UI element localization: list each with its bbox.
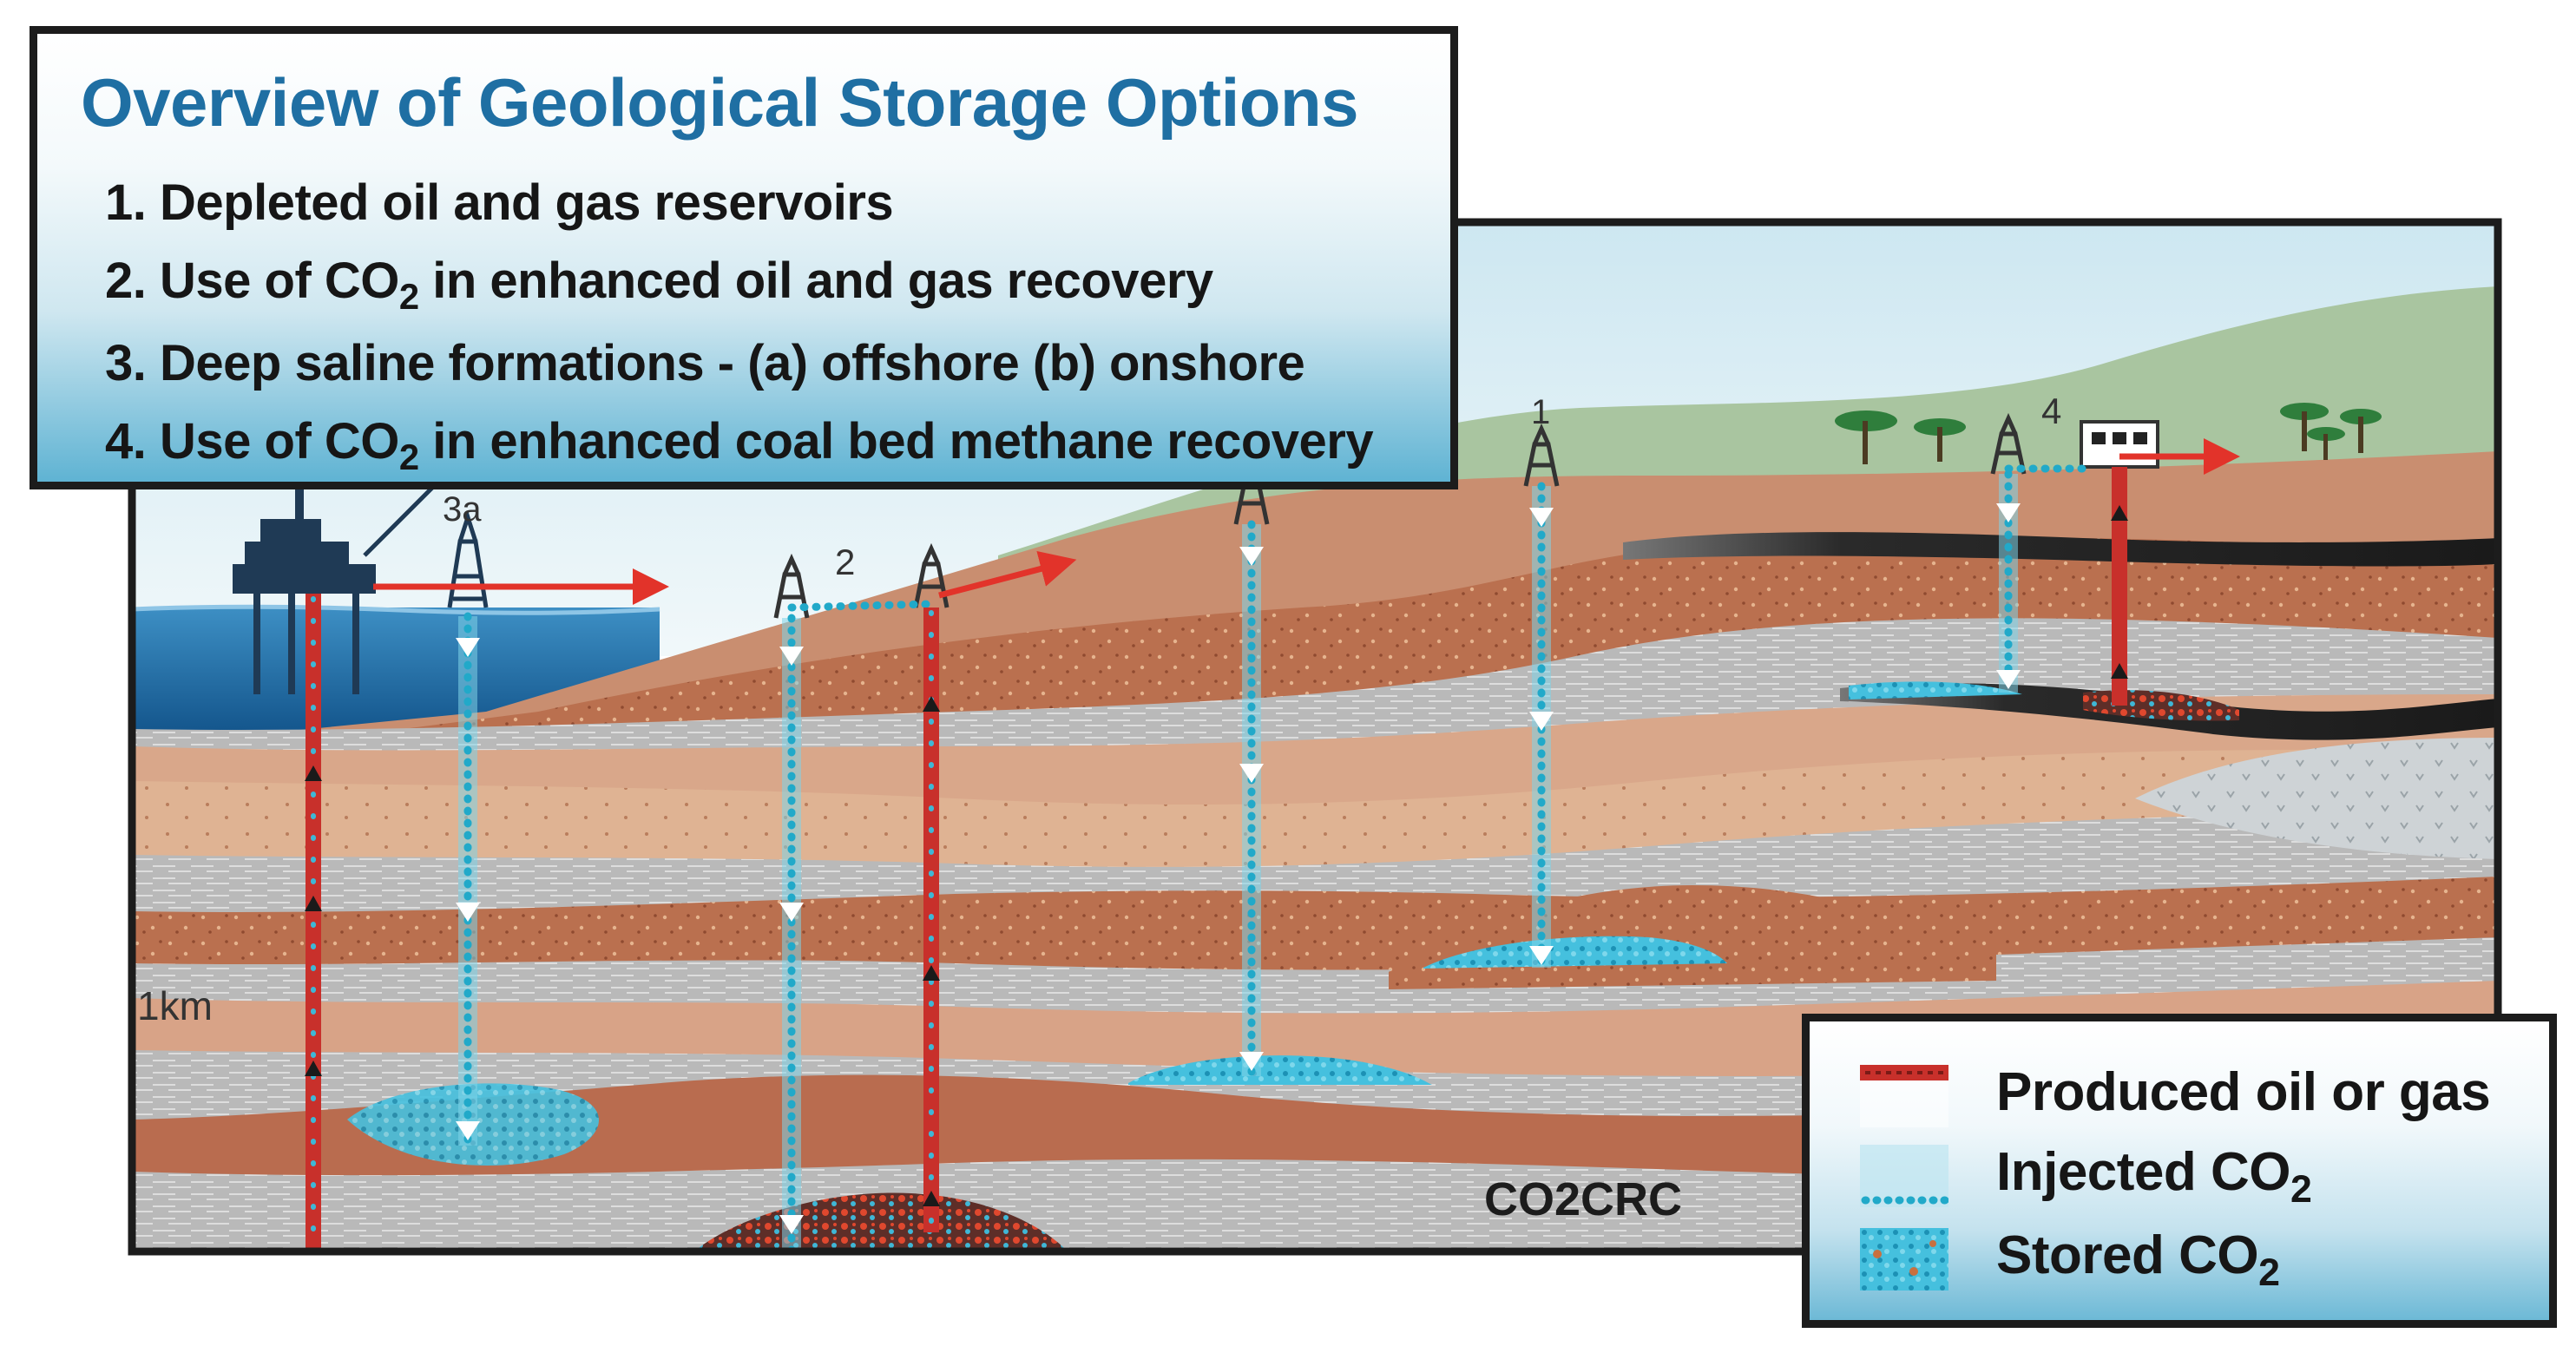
credit-label: CO2CRC [1484, 1173, 1682, 1225]
legend-panel: Produced oil or gas Injected CO2 Stored … [1802, 1014, 2557, 1328]
derrick-2-producer [913, 542, 950, 608]
production-well-dots [311, 596, 934, 1251]
derrick-4 [1990, 412, 2027, 475]
option-item: 1. Depleted oil and gas reservoirs [105, 174, 894, 231]
produced-swatch-icon [1860, 1065, 1948, 1127]
well-label-1: 1 [1531, 393, 1550, 431]
well-label-2: 2 [835, 542, 855, 582]
depth-label: 1km [137, 983, 213, 1028]
offshore-platform [233, 484, 436, 694]
stored-co2-coal-bed [1849, 681, 2022, 699]
derrick-1-right [1523, 423, 1560, 487]
option-item: 3. Deep saline formations - (a) offshore… [105, 335, 1305, 391]
derrick-3a [447, 509, 489, 608]
option-item: 4. Use of CO2 in enhanced coal bed metha… [105, 413, 1374, 478]
sea-surface [132, 604, 660, 615]
legend-label: Stored CO2 [1996, 1225, 2280, 1295]
injected-swatch-icon [1860, 1145, 1948, 1207]
option-item: 2. Use of CO2 in enhanced oil and gas re… [105, 253, 1213, 318]
legend-label: Produced oil or gas [1996, 1062, 2491, 1122]
stored-co2-depleted-reservoir [1128, 1055, 1432, 1085]
page-title: Overview of Geological Storage Options [81, 64, 1359, 141]
derrick-2-injector [773, 553, 810, 619]
coal-seam-upper [1623, 532, 2498, 567]
well-label-3a: 3a [443, 490, 482, 529]
storage-options-list: 1. Depleted oil and gas reservoirs 2. Us… [105, 164, 1374, 485]
legend-item-produced: Produced oil or gas [1810, 1056, 2549, 1134]
legend-item-injected: Injected CO2 [1810, 1136, 2549, 1214]
stored-swatch-icon [1860, 1228, 1948, 1291]
well-label-4: 4 [2041, 391, 2061, 431]
trees [1835, 403, 2382, 464]
title-panel: Overview of Geological Storage Options 1… [30, 26, 1458, 489]
stored-co2-saline-onshore [1423, 936, 1727, 969]
injection-arrowheads [456, 503, 2021, 1234]
legend-label: Injected CO2 [1996, 1142, 2312, 1212]
igneous-intrusion [2135, 738, 2498, 859]
legend-item-stored: Stored CO2 [1810, 1219, 2549, 1297]
export-arrows [373, 438, 2240, 605]
facility-building [2080, 420, 2159, 469]
